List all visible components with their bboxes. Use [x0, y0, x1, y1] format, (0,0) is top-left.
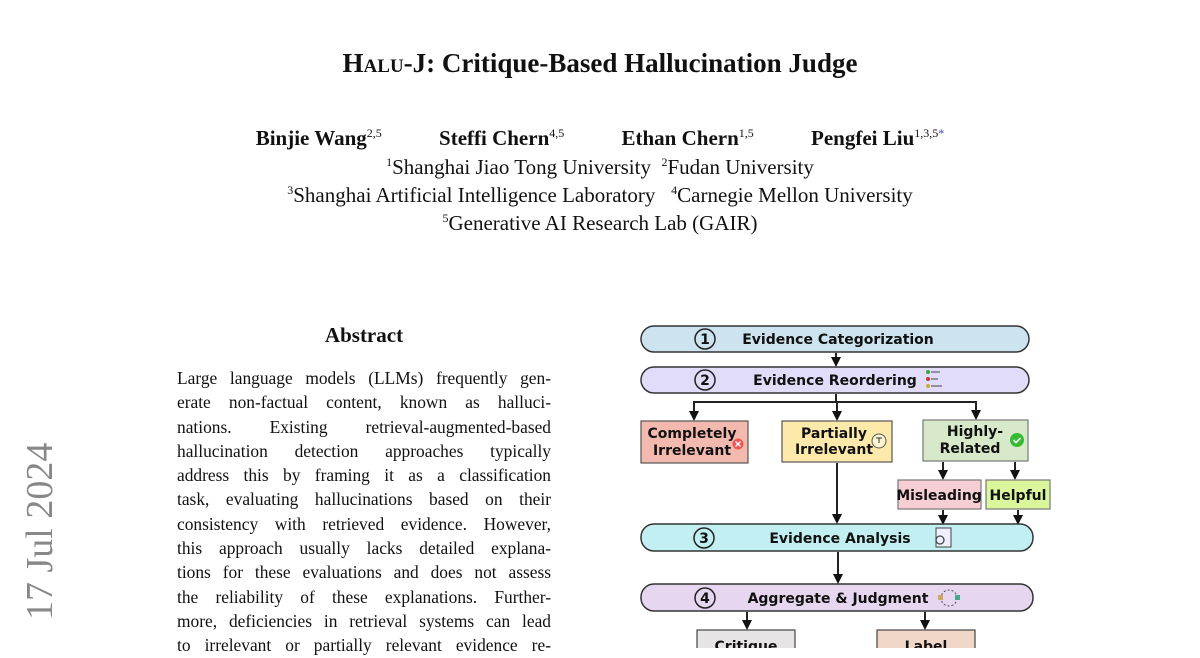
output-critique: Critique [696, 629, 796, 648]
svg-text:Helpful: Helpful [990, 488, 1047, 504]
svg-text:Evidence Categorization: Evidence Categorization [742, 332, 934, 348]
svg-text:1: 1 [700, 332, 710, 348]
abstract-heading: Abstract [324, 323, 404, 347]
svg-text:3: 3 [699, 531, 709, 547]
author: Binjie Wang2,5 [255, 126, 382, 150]
paper-title: Halu-J: Critique-Based Hallucination Jud… [342, 48, 858, 78]
author-list: Binjie Wang2,5 Steffi Chern4,5 Ethan Che… [0, 126, 1200, 151]
svg-text:Label: Label [905, 639, 948, 648]
svg-text:Irrelevant: Irrelevant [795, 442, 873, 458]
author: Pengfei Liu1,3,5* [811, 126, 945, 150]
step-aggregate-judgment: 4 Aggregate & Judgment [640, 583, 1034, 612]
step-evidence-analysis: 3 Evidence Analysis [640, 523, 1034, 552]
svg-text:Misleading: Misleading [896, 488, 982, 504]
svg-text:4: 4 [700, 591, 710, 607]
svg-text:Critique: Critique [715, 639, 778, 648]
svg-text:Aggregate & Judgment: Aggregate & Judgment [748, 591, 929, 607]
step-evidence-reordering: 2 Evidence Reordering [640, 366, 1030, 394]
document-search-icon [935, 527, 952, 548]
cycle-icon [938, 589, 960, 607]
svg-text:Irrelevant: Irrelevant [653, 443, 731, 459]
warning-person-icon [871, 433, 887, 449]
affiliation-line: 5Generative AI Research Lab (GAIR) [442, 211, 758, 235]
check-circle-icon [1010, 433, 1024, 447]
svg-text:Evidence Reordering: Evidence Reordering [753, 373, 917, 389]
category-partially-irrelevant: Partially Irrelevant [781, 420, 893, 463]
svg-text:Highly-: Highly- [947, 424, 1003, 440]
svg-text:Related: Related [940, 441, 1001, 457]
category-completely-irrelevant: Completely Irrelevant [640, 420, 749, 464]
x-circle-icon [732, 438, 744, 450]
affiliation-line: 1Shanghai Jiao Tong University 2Fudan Un… [386, 155, 814, 179]
svg-text:Partially: Partially [801, 426, 867, 442]
category-highly-related: Highly- Related [922, 419, 1029, 462]
author: Steffi Chern4,5 [439, 126, 565, 150]
svg-text:2: 2 [700, 373, 710, 389]
author: Ethan Chern1,5 [621, 126, 754, 150]
corresponding-author-link[interactable]: * [938, 126, 945, 140]
svg-text:Completely: Completely [648, 426, 737, 442]
affiliation-line: 3Shanghai Artificial Intelligence Labora… [287, 183, 913, 207]
svg-text:Evidence Analysis: Evidence Analysis [769, 531, 910, 547]
subcategory-helpful: Helpful [985, 479, 1051, 510]
subcategory-misleading: Misleading [896, 479, 982, 510]
step-evidence-categorization: 1 Evidence Categorization [640, 325, 1030, 353]
output-label: Label [876, 629, 976, 648]
reorder-list-icon [926, 370, 942, 388]
